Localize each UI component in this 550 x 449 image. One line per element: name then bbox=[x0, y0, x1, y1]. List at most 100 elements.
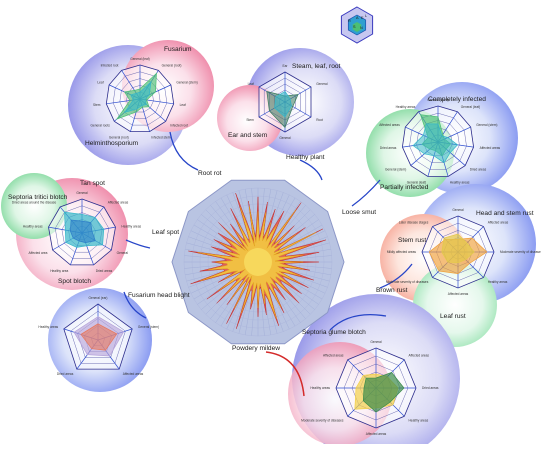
radar-ring bbox=[54, 205, 110, 259]
radar-axis-label: Dried areas bbox=[470, 168, 487, 172]
label-head-stem-rust: Head and stem rust bbox=[476, 210, 534, 217]
radar-axis-label: Infected root bbox=[170, 123, 188, 127]
grid-ring bbox=[191, 195, 325, 329]
radar-series bbox=[362, 371, 405, 413]
radar-ring bbox=[416, 120, 460, 163]
radar-series bbox=[412, 123, 459, 164]
radar-axis-label: Affected area bbox=[28, 251, 47, 255]
label-fhb: Fusarium head blight bbox=[128, 292, 190, 299]
radar-axis-label: General (stem) bbox=[138, 325, 159, 329]
radar-fhb: General (ear) General (stem) Affected area… bbox=[38, 296, 159, 376]
connector-brown-rust bbox=[379, 263, 413, 289]
radar-axis-label: Affected areas bbox=[480, 146, 501, 150]
label-leaf-spot: Leaf spot bbox=[152, 229, 179, 236]
legend-letter-e: E bbox=[361, 16, 364, 20]
label-completely-infected: Completely infected bbox=[428, 96, 486, 103]
label-tan-spot: Tan spot bbox=[80, 180, 105, 187]
radar-axis-label: General (root) bbox=[109, 136, 129, 140]
radar-ring bbox=[112, 71, 168, 126]
label-septoria-glume: Septoria glume blotch bbox=[302, 329, 366, 336]
radar-axis-label: General bbox=[452, 208, 464, 212]
radar-axis-label: Infected stem bbox=[151, 136, 170, 140]
label-fusarium: Fusarium bbox=[164, 46, 192, 53]
connector-fhb bbox=[123, 291, 147, 319]
label-septoria-tritici: Septoria tritici blotch bbox=[8, 194, 68, 201]
radar-axis-label: Affected areas bbox=[123, 372, 144, 376]
radar-axis-label: General (root) bbox=[162, 64, 182, 68]
connector-glume bbox=[329, 313, 387, 331]
radar-axis-label: Healthy areas bbox=[121, 224, 141, 228]
grid-ring bbox=[199, 203, 317, 321]
radar-axis-label: General (ear) bbox=[89, 296, 108, 300]
radar-axis-label: General (stem) bbox=[385, 168, 406, 172]
label-powdery-mildew: Powdery mildew bbox=[232, 345, 280, 352]
radar-axis-label: Healthy area bbox=[50, 269, 68, 273]
legend-letter-a: A bbox=[356, 16, 359, 20]
radar-axis-label: Affected areas bbox=[366, 432, 387, 436]
radar-axis-label: Affected areas bbox=[409, 354, 430, 358]
radar-series bbox=[80, 323, 118, 351]
radar-axis-label: General (leaf) bbox=[407, 181, 427, 185]
label-partially-infected: Partially infected bbox=[380, 184, 429, 191]
connector-powdery-red bbox=[265, 351, 305, 397]
radar-axis-label: Later disease stages bbox=[399, 221, 429, 225]
radar-axis-label: Affected areas bbox=[448, 292, 469, 296]
label-spot-blotch: Spot blotch bbox=[58, 278, 91, 285]
radar-root-rot: General (leaf)General (root)General (ste… bbox=[90, 57, 197, 139]
connectors bbox=[123, 131, 413, 397]
label-root-rot: Root rot bbox=[198, 170, 222, 177]
grid-ring bbox=[207, 211, 309, 313]
radar-axis-label: General bbox=[316, 82, 328, 86]
radar-axis-label: Affected areas bbox=[488, 221, 509, 225]
radar-axis-label: Dried areas bbox=[96, 269, 113, 273]
radar-axis-label: Moderate severity of diseases bbox=[386, 280, 429, 284]
radar-axis-label: Healthy areas bbox=[23, 224, 43, 228]
label-leaf-rust: Leaf rust bbox=[440, 313, 466, 320]
radar-charts: General (leaf) General (root) General (ste… bbox=[12, 57, 541, 436]
radar-axis-label: Affected areas bbox=[379, 123, 400, 127]
radar-axis-label: Healthy areas bbox=[450, 181, 470, 185]
blob-septoria-tritici bbox=[1, 173, 67, 239]
label-stem-rust: Stem rust bbox=[398, 237, 426, 244]
labels: Fusarium Helminthosporium Root rot Steam… bbox=[8, 46, 534, 352]
legend-letter-r: R bbox=[348, 19, 351, 23]
label-loose-smut: Loose smut bbox=[342, 209, 376, 216]
powdery-mildew-chart bbox=[171, 179, 345, 345]
label-ear-stem: Ear and stem bbox=[228, 132, 268, 139]
radar-axis-label: Leaf bbox=[248, 82, 254, 86]
legend-icon: R A E L S N bbox=[340, 6, 374, 44]
radar-axis-label: Infected root bbox=[101, 64, 119, 68]
radar-ring bbox=[409, 112, 467, 170]
radar-axis-label: General (leaf) bbox=[130, 57, 150, 61]
radar-axis-label: General bbox=[279, 136, 291, 140]
radar-axis-label: Moderate severity of disease bbox=[500, 250, 541, 254]
radar-series bbox=[274, 91, 292, 118]
radar-axis-label: General (stem) bbox=[476, 123, 497, 127]
connector-leaf-spot bbox=[125, 239, 151, 249]
radar-axis-label: Dried areas bbox=[422, 386, 439, 390]
central-spikes bbox=[188, 193, 326, 329]
radar-axis-label: Affected areas bbox=[323, 354, 344, 358]
label-healthy-plant: Healthy plant bbox=[286, 154, 325, 161]
radar-axis-label: Leaf bbox=[180, 103, 186, 107]
connector-healthy bbox=[299, 159, 323, 181]
radar-series bbox=[69, 219, 96, 243]
radar-axis-label: General (leaf) bbox=[461, 105, 481, 109]
radar-axis-label: Affected areas bbox=[108, 201, 129, 205]
radar-axis-label: Healthy areas bbox=[488, 280, 508, 284]
radar-series bbox=[441, 233, 475, 264]
radar-axis-label: Dried areas bbox=[57, 372, 74, 376]
radar-axis-label: General (stem) bbox=[427, 98, 448, 102]
radar-ring bbox=[70, 310, 126, 364]
label-brown-rust: Brown rust bbox=[376, 287, 408, 294]
radar-axis-label: Healthy areas bbox=[409, 419, 429, 423]
connector-root-rot bbox=[169, 131, 199, 171]
radar-ring bbox=[119, 78, 161, 119]
radar-axis-label: General bbox=[370, 340, 382, 344]
radar-axis-label: General roots bbox=[90, 123, 110, 127]
radar-axis-label: General bbox=[117, 251, 129, 255]
center-core bbox=[244, 248, 272, 276]
